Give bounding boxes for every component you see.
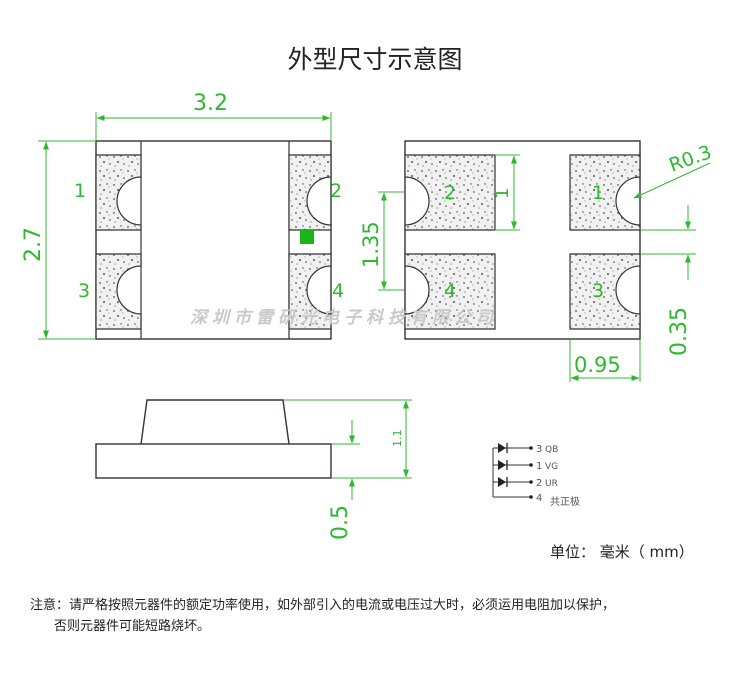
diode-ur-icon <box>498 477 506 487</box>
bottom-pin-2: 2 <box>444 182 456 204</box>
circuit-label-qb: QB <box>545 445 558 455</box>
top-pin-2: 2 <box>330 180 342 202</box>
circuit-pin-1: 1 <box>536 461 542 472</box>
top-pin-1: 1 <box>74 180 86 202</box>
side-view-base <box>95 443 332 479</box>
dim-base-label: 0.5 <box>328 505 353 540</box>
circuit-pin-3: 3 <box>536 444 542 455</box>
unit-label: 单位： 毫米（ mm） <box>550 543 694 561</box>
polarity-marker <box>300 230 314 244</box>
top-pad-3 <box>95 253 142 330</box>
terminal-vg <box>529 463 533 467</box>
bottom-pad-2 <box>404 154 496 231</box>
usage-note-line1: 注意：请严格按照元器件的额定功率使用，如外部引入的电流或电压过大时，必须运用电阻… <box>30 598 616 613</box>
bottom-pin-3: 3 <box>592 280 604 302</box>
bottom-pad-3 <box>569 253 641 330</box>
page-title: 外型尺寸示意图 <box>287 45 463 74</box>
side-view-lens <box>140 399 290 445</box>
bottom-pin-4: 4 <box>444 280 456 302</box>
terminal-common <box>529 495 533 499</box>
top-pin-3: 3 <box>78 280 90 302</box>
watermark-text: 深圳市雷研光电子科技有限公司 <box>190 308 498 328</box>
dim-pad-height-label: 1 <box>492 188 513 199</box>
dim-pitch-label: 1.35 <box>359 221 383 268</box>
dim-radius-leader <box>633 162 711 199</box>
circuit-label-common: 共正极 <box>550 495 580 508</box>
dim-radius-label: R0.3 <box>666 141 714 177</box>
bottom-pin-1: 1 <box>592 182 604 204</box>
top-view: 1 2 3 4 3.2 2.7 <box>21 91 344 340</box>
diode-vg-icon <box>498 460 506 470</box>
dim-height-label: 2.7 <box>21 227 46 262</box>
top-pad-4 <box>288 253 332 330</box>
terminal-qb <box>529 446 533 450</box>
usage-note: 注意：请严格按照元器件的额定功率使用，如外部引入的电流或电压过大时，必须运用电阻… <box>30 595 615 637</box>
bottom-pad-1 <box>569 154 641 231</box>
top-pad-1 <box>95 154 142 231</box>
circuit-label-ur: UR <box>545 479 558 489</box>
dim-pad-width-label: 0.95 <box>574 353 621 377</box>
diode-qb-icon <box>498 443 506 453</box>
side-view: 1.1 0.5 <box>95 399 412 540</box>
usage-note-line2: 否则元器件可能短路烧坏。 <box>54 619 211 634</box>
terminal-ur <box>529 480 533 484</box>
dim-width-label: 3.2 <box>193 91 228 116</box>
bottom-view: 2 1 4 3 1 1.35 R0.3 0.35 0.95 <box>359 140 715 382</box>
circuit-pin-2: 2 <box>536 478 542 489</box>
bottom-pad-4 <box>404 253 496 330</box>
dim-side-height-label: 1.1 <box>391 430 404 448</box>
circuit-label-vg: VG <box>545 462 558 472</box>
circuit-diagram: 3 QB 1 VG 2 UR 4 共正极 <box>492 443 580 508</box>
circuit-pin-4: 4 <box>536 493 542 504</box>
dim-gap-label: 0.35 <box>667 307 692 356</box>
top-pad-2 <box>288 154 332 231</box>
top-pin-4: 4 <box>332 280 344 302</box>
